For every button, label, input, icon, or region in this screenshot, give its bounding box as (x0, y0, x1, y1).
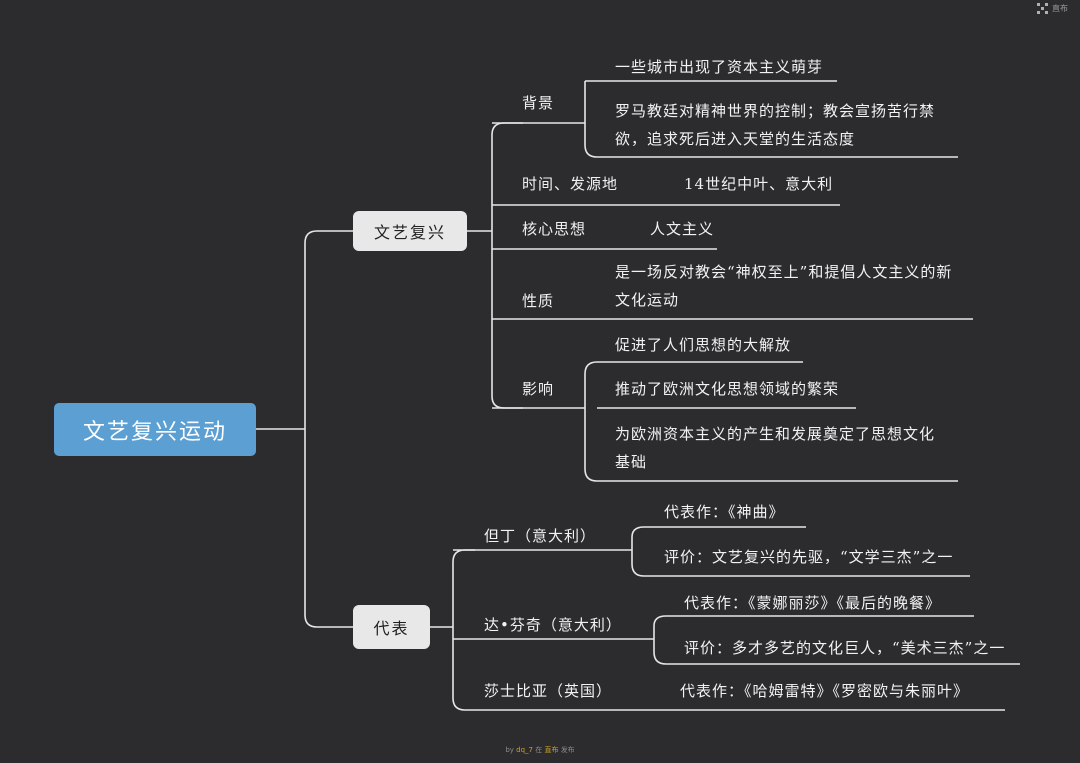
impact-item-3-line-1: 为欧洲资本主义的产生和发展奠定了思想文化 (615, 425, 936, 443)
time-label: 时间、发源地 (522, 175, 619, 193)
background-item-2-line-1: 罗马教廷对精神世界的控制；教会宣扬苦行禁 (615, 102, 936, 120)
nature-line-1: 是一场反对教会“神权至上”和提倡人文主义的新 (615, 263, 953, 281)
core-label: 核心思想 (522, 220, 587, 238)
watermark-by: by (505, 746, 514, 754)
node-representatives: 代表 (353, 605, 430, 649)
background-item-2-line-2: 欲，追求死后进入天堂的生活态度 (615, 130, 856, 148)
watermark: by dq_7 在 直布 发布 (0, 745, 1080, 755)
core-value: 人文主义 (650, 220, 715, 238)
watermark-middle: 在 (535, 746, 543, 754)
brand-logo: 直布 (1037, 3, 1068, 14)
logo-text: 直布 (1052, 4, 1068, 13)
impact-item-3-line-2: 基础 (615, 453, 648, 471)
logo-icon (1037, 3, 1048, 14)
davinci-work: 代表作：《蒙娜丽莎》《最后的晚餐》 (684, 594, 942, 612)
impact-item-1: 促进了人们思想的大解放 (615, 336, 792, 354)
watermark-end: 发布 (560, 746, 575, 754)
impact-label: 影响 (522, 380, 555, 398)
shakespeare-label: 莎士比亚（英国） (484, 682, 613, 700)
root-node: 文艺复兴运动 (54, 403, 256, 456)
impact-item-2: 推动了欧洲文化思想领域的繁荣 (615, 380, 840, 398)
dante-label: 但丁（意大利） (484, 527, 597, 545)
shakespeare-work: 代表作：《哈姆雷特》《罗密欧与朱丽叶》 (680, 682, 970, 700)
node-renaissance: 文艺复兴 (353, 211, 467, 251)
davinci-review: 评价：多才多艺的文化巨人，“美术三杰”之一 (684, 639, 1006, 657)
background-label: 背景 (522, 94, 555, 112)
nature-label: 性质 (522, 292, 555, 310)
watermark-brand: 直布 (544, 746, 559, 754)
nature-line-2: 文化运动 (615, 291, 680, 309)
background-item-1: 一些城市出现了资本主义萌芽 (615, 58, 824, 76)
watermark-user: dq_7 (516, 746, 533, 754)
dante-review: 评价：文艺复兴的先驱，“文学三杰”之一 (664, 548, 954, 566)
time-value: 14世纪中叶、意大利 (684, 175, 834, 193)
davinci-label: 达•芬奇（意大利） (484, 616, 622, 634)
dante-work: 代表作：《神曲》 (664, 503, 785, 521)
